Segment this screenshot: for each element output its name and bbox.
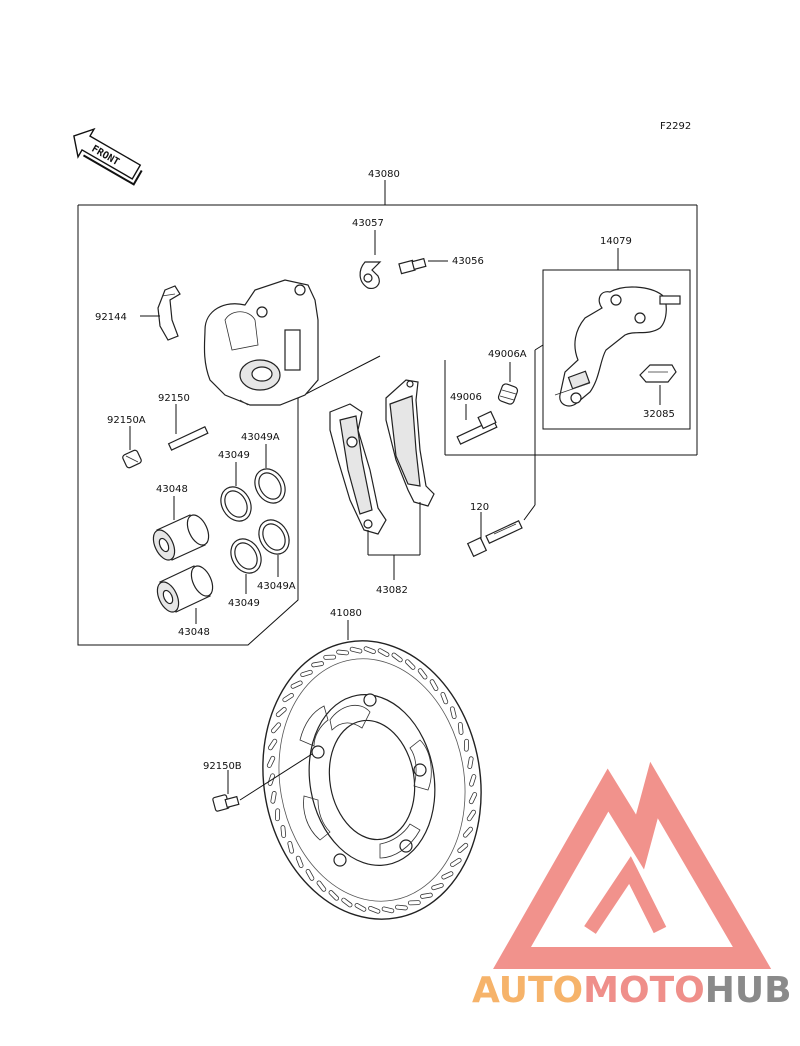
piston-upper — [152, 514, 210, 561]
label-32085: 32085 — [643, 409, 675, 420]
disc-slot — [395, 904, 408, 911]
brake-disc — [262, 640, 482, 920]
disc-slot — [282, 692, 294, 703]
disc-slot — [270, 722, 282, 734]
watermark-part-auto: AUTO — [472, 970, 583, 1011]
bleeder-valve — [398, 257, 427, 275]
label-41080: 41080 — [330, 608, 362, 619]
disc-slot — [305, 868, 315, 881]
disc-slot — [467, 756, 474, 769]
disc-slot — [381, 906, 395, 914]
label-43056: 43056 — [452, 256, 484, 267]
disc-slot — [407, 900, 421, 906]
watermark-part-moto: MOTO — [583, 970, 705, 1011]
disc-slot — [420, 892, 433, 899]
mounting-bolt — [466, 519, 523, 558]
caliper-body — [203, 279, 319, 406]
label-43049A-top: 43049A — [241, 432, 280, 443]
disc-slot — [280, 825, 287, 838]
label-43049A-bottom: 43049A — [257, 581, 296, 592]
label-92150: 92150 — [158, 393, 190, 404]
slide-pin — [456, 410, 498, 445]
watermark-logo — [493, 761, 772, 969]
label-14079: 14079 — [600, 236, 632, 247]
disc-slot — [450, 857, 462, 868]
disc-slot — [274, 808, 281, 822]
disc-slot — [300, 669, 313, 678]
piston-seal-43049-lower — [230, 538, 262, 574]
disc-slot — [449, 706, 457, 719]
label-92150A: 92150A — [107, 415, 146, 426]
disc-vent-slots — [266, 646, 478, 914]
pad-pin-plug — [122, 449, 142, 469]
brake-pad-right — [385, 379, 435, 507]
label-43080: 43080 — [368, 169, 400, 180]
disc-slot — [287, 841, 295, 854]
disc-slot — [275, 707, 287, 718]
disc-slot — [441, 871, 454, 880]
watermark-part-hub: HUB — [705, 970, 792, 1011]
disc-slot — [328, 890, 340, 901]
disc-slot — [290, 680, 303, 689]
disc-slot — [468, 792, 478, 805]
label-43048-bottom: 43048 — [178, 627, 210, 638]
label-43048-top: 43048 — [156, 484, 188, 495]
label-43049-bottom: 43049 — [228, 598, 260, 609]
disc-slot — [404, 659, 416, 670]
label-92150B: 92150B — [203, 761, 242, 772]
caliper-bracket — [554, 286, 681, 407]
disc-slot — [336, 649, 349, 656]
disc-slot — [266, 755, 276, 768]
disc-slot — [440, 692, 449, 705]
disc-slot — [295, 855, 304, 868]
label-43049-top: 43049 — [218, 450, 250, 461]
piston-seal-43049A-lower — [258, 519, 290, 555]
label-43082: 43082 — [376, 585, 408, 596]
disc-slot — [462, 826, 474, 838]
disc-slot — [311, 661, 324, 668]
disc-slot — [417, 668, 428, 680]
disc-slot — [368, 905, 381, 914]
label-49006A: 49006A — [488, 349, 527, 360]
label-43057: 43057 — [352, 218, 384, 229]
pad-pin-clip — [157, 285, 181, 341]
watermark-text: AUTOMOTOHUB — [472, 970, 792, 1011]
disc-slot — [429, 679, 439, 692]
piston-lower — [156, 565, 214, 613]
front-arrow-icon: FRONT — [73, 127, 143, 186]
pad-spring — [639, 364, 677, 383]
disc-slot — [268, 738, 278, 751]
pin-boot — [497, 383, 519, 405]
bleeder-cap — [359, 261, 382, 289]
brake-pad-left — [329, 403, 387, 535]
disc-slot — [466, 809, 476, 822]
figure-code: F2292 — [660, 121, 691, 132]
disc-slot — [431, 882, 444, 891]
disc-slot — [469, 774, 477, 787]
disc-slot — [323, 654, 337, 660]
bracket-sub-box — [542, 248, 691, 430]
disc-slot — [341, 897, 353, 908]
disc-slot — [316, 880, 327, 892]
disc-slot — [349, 646, 363, 654]
pad-pin — [167, 426, 209, 451]
disc-slot — [363, 646, 376, 655]
disc-slot — [457, 842, 469, 853]
piston-seal-43049-upper — [220, 486, 252, 522]
disc-slot — [354, 903, 367, 912]
disc-slot — [463, 738, 470, 752]
label-49006: 49006 — [450, 392, 482, 403]
disc-bolt — [212, 794, 240, 812]
disc-slot — [391, 652, 403, 663]
label-92144: 92144 — [95, 312, 127, 323]
caliper-assembly-outline — [77, 180, 698, 646]
disc-slot — [377, 648, 390, 657]
disc-slot — [457, 722, 464, 735]
label-120: 120 — [470, 502, 489, 513]
disc-slot — [270, 791, 277, 804]
piston-seal-43049A-upper — [254, 468, 286, 504]
